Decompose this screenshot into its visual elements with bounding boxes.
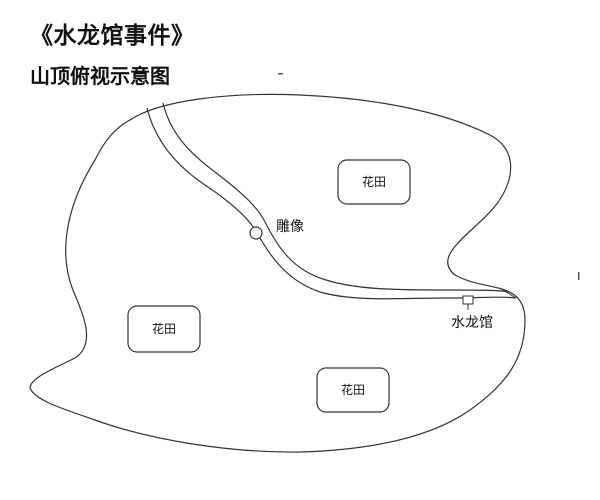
hall-label: 水龙馆 (451, 315, 493, 331)
garden-label: 花田 (362, 174, 386, 189)
garden-2: 花田 (127, 305, 201, 353)
hall-marker (462, 295, 474, 305)
road-end (499, 287, 517, 299)
statue-marker (249, 226, 263, 240)
speck-mark (278, 73, 283, 75)
garden-label: 花田 (152, 321, 176, 336)
garden-1: 花田 (337, 159, 411, 205)
garden-3: 花田 (316, 367, 390, 413)
map-subtitle: 山顶俯视示意图 (30, 64, 170, 88)
statue-label: 雕像 (276, 219, 304, 235)
road-outer (146, 107, 517, 300)
mountain-outline (29, 93, 526, 453)
speck-mark (578, 272, 580, 280)
garden-label: 花田 (341, 382, 365, 397)
map-title: 《水龙馆事件》 (30, 23, 195, 49)
road-inner (162, 102, 511, 293)
